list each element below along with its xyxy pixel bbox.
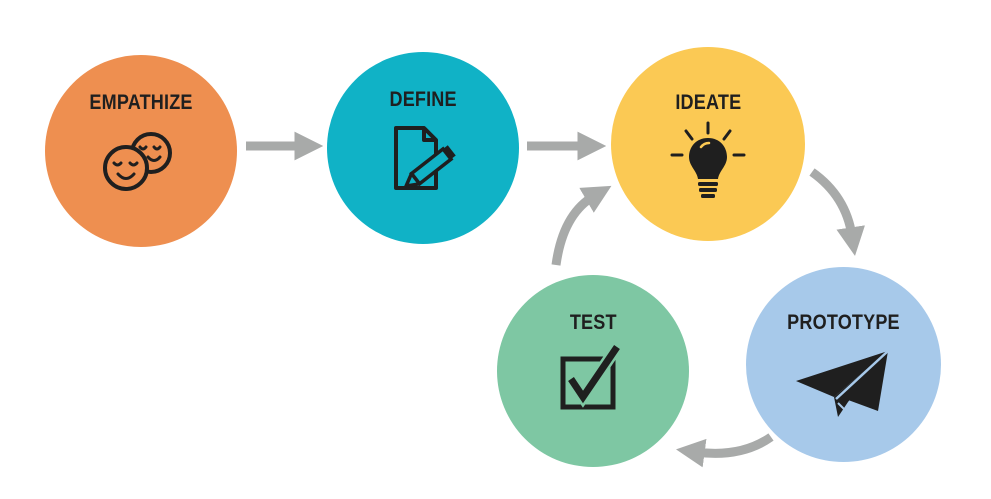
paper-plane-icon	[795, 350, 889, 417]
smiling-faces-icon	[103, 132, 172, 191]
stage-label-prototype: PROTOTYPE	[787, 311, 900, 334]
arrow-prototype-to-test	[676, 433, 774, 468]
stage-define: DEFINE	[327, 52, 519, 244]
stage-empathize: EMPATHIZE	[45, 55, 237, 247]
lightbulb-icon	[670, 121, 746, 198]
stage-ideate: IDEATE	[611, 47, 805, 241]
stage-test: TEST	[497, 275, 689, 467]
arrow-ideate-to-prototype	[809, 168, 865, 256]
checkbox-icon	[560, 343, 622, 410]
stage-label-define: DEFINE	[389, 88, 457, 111]
document-pencil-icon	[394, 126, 456, 190]
stage-prototype: PROTOTYPE	[746, 267, 941, 462]
stage-label-ideate: IDEATE	[675, 91, 741, 114]
stage-label-empathize: EMPATHIZE	[89, 91, 193, 114]
stage-label-test: TEST	[569, 311, 617, 334]
arrow-test-to-ideate	[551, 185, 612, 266]
